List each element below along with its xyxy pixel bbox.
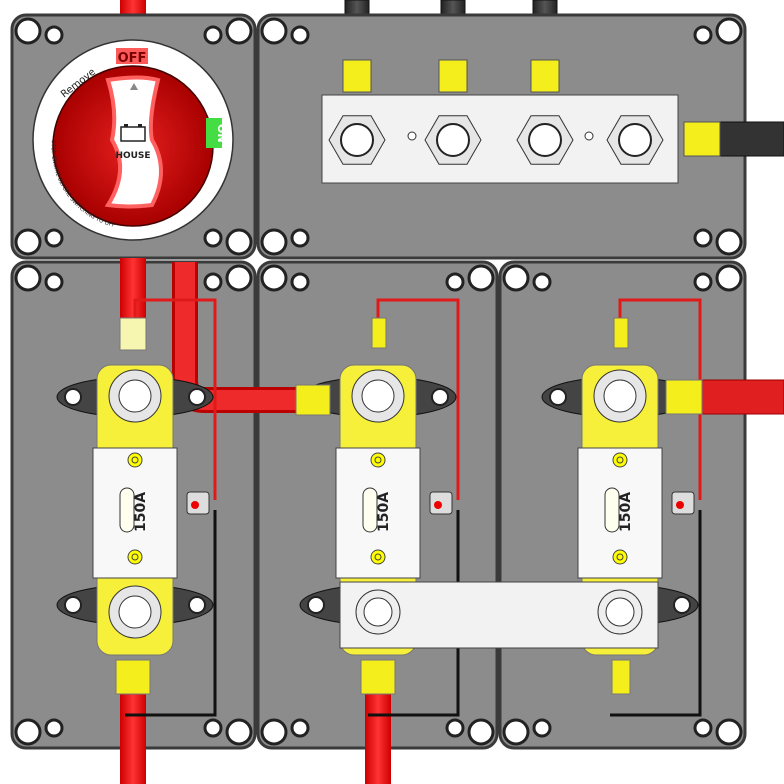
mounting-hole (14, 228, 42, 256)
mounting-hole (467, 264, 495, 292)
mounting-hole (693, 228, 713, 248)
negative-cable-right (715, 121, 784, 157)
battery-icon (120, 124, 146, 142)
off-label: OFF (118, 51, 147, 66)
mounting-hole (715, 17, 743, 45)
house-label: HOUSE (115, 151, 150, 161)
on-label: ON (215, 124, 228, 143)
mounting-hole (502, 718, 530, 746)
mounting-hole (290, 228, 310, 248)
led-icon (191, 501, 199, 509)
mounting-hole (44, 718, 64, 738)
fuse-rating-label: 150A (133, 492, 149, 532)
mounting-hole (290, 718, 310, 738)
sense-wire-negative (610, 510, 702, 717)
led-icon (434, 501, 442, 509)
ferrule-right (683, 121, 721, 157)
mounting-hole (44, 25, 64, 45)
mounting-hole (467, 718, 495, 746)
sense-wire-negative (125, 510, 217, 717)
mounting-hole (225, 17, 253, 45)
mounting-hole (260, 228, 288, 256)
mounting-hole (260, 718, 288, 746)
mounting-hole (715, 718, 743, 746)
mounting-hole (225, 228, 253, 256)
arrow-icon (130, 83, 138, 90)
mounting-hole (290, 272, 310, 292)
mounting-hole (203, 228, 223, 248)
ferrules (115, 317, 703, 695)
mounting-hole (532, 718, 552, 738)
negative-busbar (321, 94, 679, 184)
sense-wire-negative (368, 510, 460, 717)
mounting-hole (260, 17, 288, 45)
top-ferrules (342, 59, 560, 93)
mounting-hole (693, 25, 713, 45)
fuse-rating-label: 150A (376, 492, 392, 532)
mounting-hole (290, 25, 310, 45)
mounting-hole (693, 272, 713, 292)
mounting-hole (14, 17, 42, 45)
led-icon (676, 501, 684, 509)
sense-wire-positive (133, 298, 217, 500)
fuse-holder-1: 150A (56, 298, 217, 717)
mounting-hole (14, 718, 42, 746)
mounting-hole (203, 25, 223, 45)
mounting-hole (44, 272, 64, 292)
mounting-hole (693, 718, 713, 738)
mounting-hole (532, 272, 552, 292)
sense-wire-positive (376, 298, 460, 500)
fuse-rating-label: 150A (618, 492, 634, 532)
mounting-hole (715, 264, 743, 292)
mounting-hole (44, 228, 64, 248)
mounting-hole (225, 264, 253, 292)
mounting-hole (14, 264, 42, 292)
mounting-hole (203, 718, 223, 738)
mounting-hole (502, 264, 530, 292)
mounting-hole (260, 264, 288, 292)
mounting-hole (445, 718, 465, 738)
mounting-hole (445, 272, 465, 292)
mounting-hole (203, 272, 223, 292)
battery-switch[interactable]: OFF ON Remove HOUSE STOP ENGINE BEFORE S… (32, 39, 234, 241)
mounting-hole (715, 228, 743, 256)
mounting-hole (225, 718, 253, 746)
positive-busbar (339, 581, 659, 649)
